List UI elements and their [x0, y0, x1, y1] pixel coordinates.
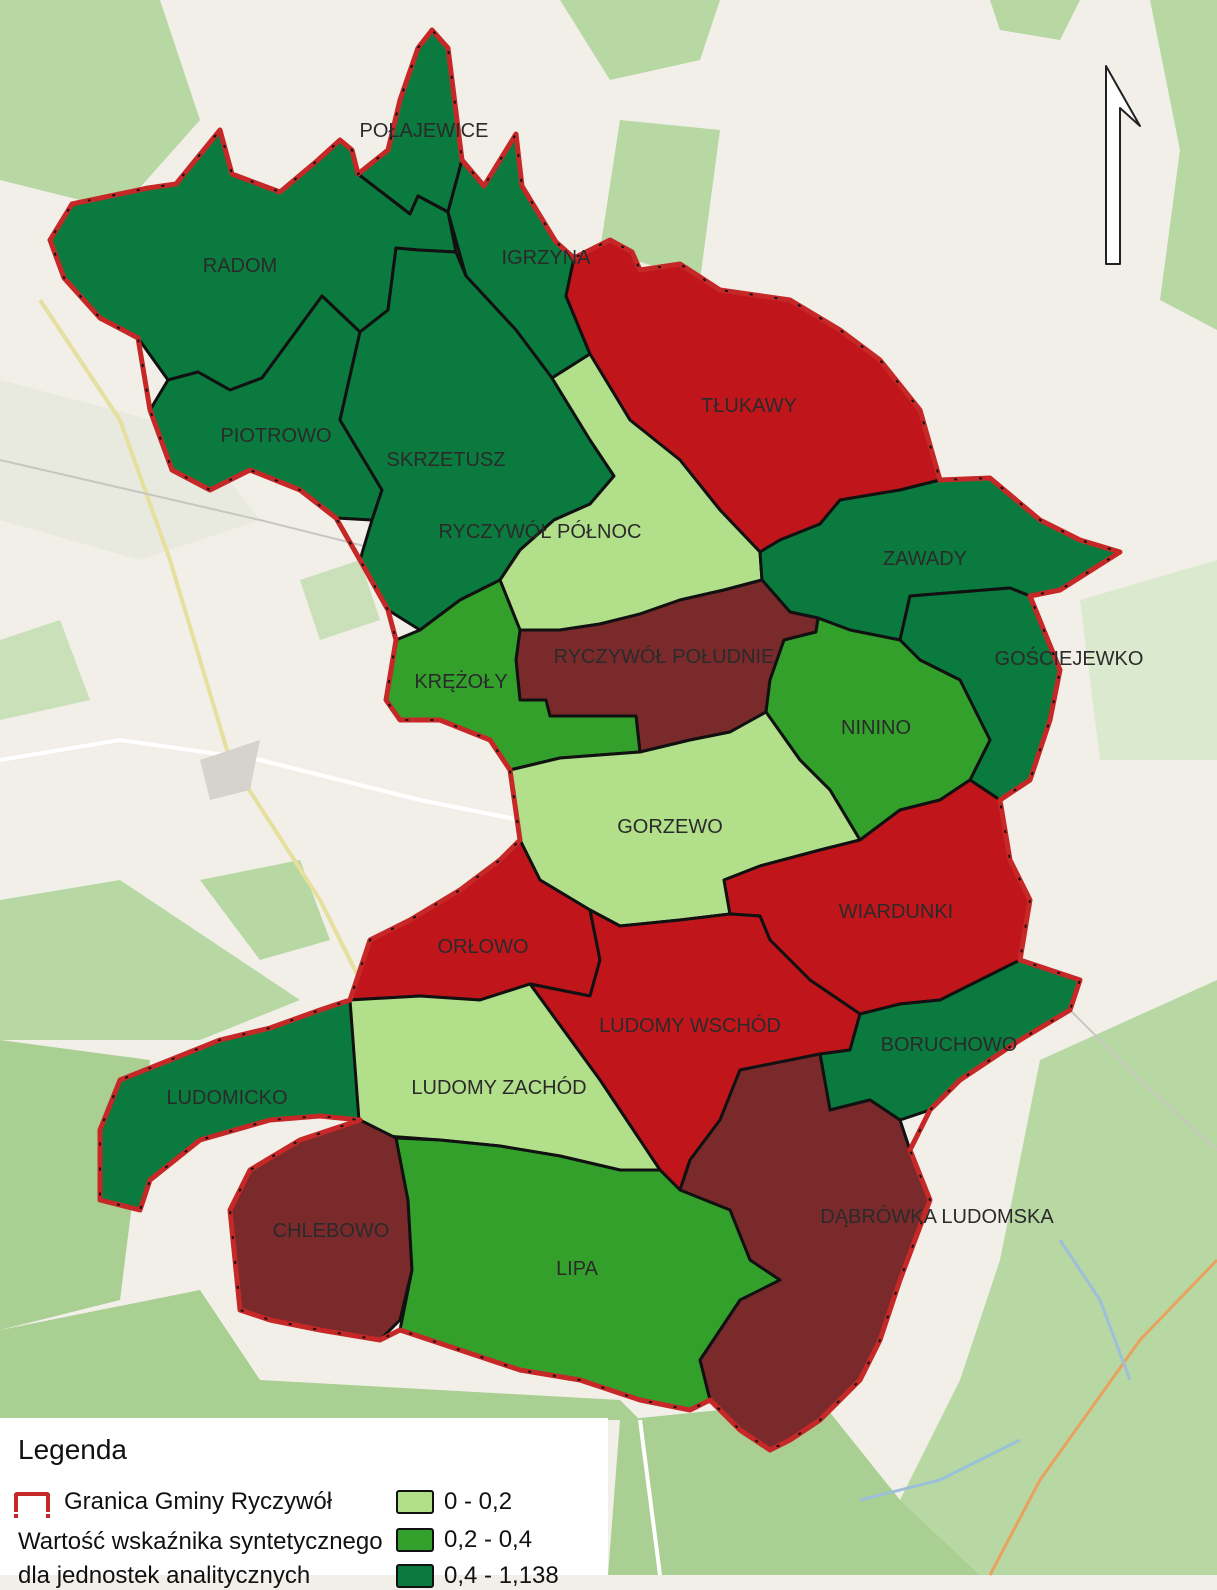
forest-area	[200, 860, 330, 960]
legend-indicator-label: Wartość wskaźnika syntetycznego	[18, 1528, 383, 1556]
field-area	[0, 380, 260, 560]
label-chlebowo: CHLEBOWO	[273, 1220, 390, 1242]
forest-area	[0, 0, 200, 210]
railway	[1059, 999, 1217, 1151]
label-ludomy-zachod: LUDOMY ZACHÓD	[411, 1076, 586, 1099]
road	[38, 298, 362, 981]
boundary-swatch-icon	[14, 1492, 50, 1518]
legend-class-entry: 0,2 - 0,4	[396, 1526, 532, 1554]
legend-class-entry: 0,4 - 1,138	[396, 1562, 559, 1590]
town-area	[200, 740, 260, 800]
label-ryczywol-polnoc: RYCZYWÓŁ PÓŁNOC	[439, 520, 642, 543]
road	[0, 737, 521, 822]
label-ryczywol-poludnie: RYCZYWÓŁ POŁUDNIE	[554, 645, 775, 668]
regions	[48, 28, 1122, 1452]
class-swatch-icon	[396, 1564, 434, 1588]
boundary-line	[47, 27, 1123, 1453]
label-orlowo: ORŁOWO	[437, 936, 528, 958]
label-gosciejewko: GOŚCIEJEWKO	[995, 646, 1144, 670]
forest-area	[990, 0, 1080, 40]
label-dabrowka-ludomska: DĄBRÓWKA LUDOMSKA	[820, 1205, 1054, 1228]
legend-boundary-label: Granica Gminy Ryczywół	[64, 1488, 333, 1515]
forest-area	[608, 1400, 980, 1575]
forest-area	[300, 560, 380, 640]
road	[638, 1419, 662, 1576]
class-swatch-icon	[396, 1490, 434, 1514]
legend-title: Legenda	[18, 1434, 128, 1465]
forest-area	[600, 120, 720, 280]
legend-class-label: 0,4 - 1,138	[444, 1562, 559, 1589]
label-skrzetusz: SKRZETUSZ	[387, 449, 506, 471]
label-tlukawy: TŁUKAWY	[701, 395, 797, 417]
legend-class-label: 0,2 - 0,4	[444, 1526, 533, 1553]
label-wiardunki: WIARDUNKI	[839, 901, 953, 923]
road	[988, 1258, 1217, 1576]
label-piotrowo: PIOTROWO	[220, 425, 331, 447]
legend-indicator-label-2: dla jednostek analitycznych	[18, 1562, 310, 1590]
label-gorzewo: GORZEWO	[617, 816, 723, 838]
label-radom: RADOM	[203, 255, 277, 277]
river	[859, 1438, 1021, 1502]
region-labels: POŁAJEWICE RADOM IGRZYNA PIOTROWO SKRZET…	[166, 120, 1143, 1280]
legend-class-entry: 0 - 0,2	[396, 1488, 512, 1516]
legend: Legenda Granica Gminy Ryczywół Wartość w…	[0, 1418, 608, 1589]
legend-indicator-line2: dla jednostek analitycznych	[18, 1562, 311, 1589]
field-area	[1080, 560, 1217, 760]
label-polajewice: POŁAJEWICE	[360, 120, 489, 142]
forest-area	[0, 1290, 640, 1420]
legend-class-label: 0 - 0,2	[444, 1488, 513, 1515]
forest-area	[1150, 0, 1217, 330]
label-ludomicko: LUDOMICKO	[166, 1087, 287, 1109]
north-arrow-icon	[1105, 65, 1141, 265]
label-lipa: LIPA	[556, 1258, 599, 1280]
municipality-boundary	[47, 27, 1123, 1453]
label-ludomy-wschod: LUDOMY WSCHÓD	[599, 1014, 781, 1037]
label-boruchowo: BORUCHOWO	[881, 1034, 1018, 1056]
forest-area	[900, 980, 1217, 1575]
label-ninino: NININO	[841, 717, 911, 739]
label-igrzyna: IGRZYNA	[502, 247, 592, 269]
label-krezoly: KRĘŻOŁY	[414, 670, 507, 693]
class-swatch-icon	[396, 1528, 434, 1552]
forest-area	[0, 880, 300, 1040]
river	[1058, 1239, 1132, 1381]
legend-indicator-line1: Wartość wskaźnika syntetycznego	[18, 1528, 383, 1555]
forest-area	[0, 620, 90, 720]
label-zawady: ZAWADY	[883, 548, 967, 570]
legend-boundary-entry: Granica Gminy Ryczywół	[14, 1488, 333, 1518]
forest-area	[560, 0, 720, 80]
